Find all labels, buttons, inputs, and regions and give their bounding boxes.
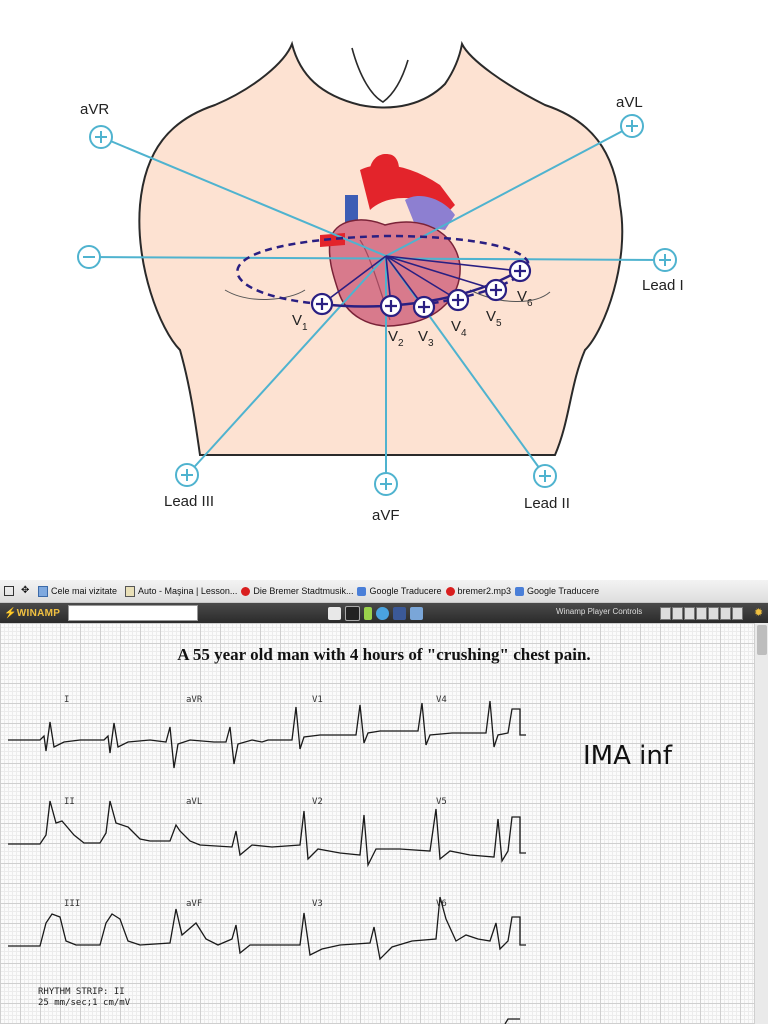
scrollbar-thumb[interactable]: [757, 625, 767, 655]
vertical-scrollbar[interactable]: [754, 623, 768, 1024]
winamp-search-input[interactable]: [68, 605, 199, 621]
ecg-lead-placement-diagram: aVR aVL Lead I Lead III aVF Lead II V1 V…: [77, 40, 684, 524]
v5-label: V5: [486, 308, 502, 329]
v6-electrode-icon: [508, 259, 532, 283]
lead-ii-electrode-icon: [533, 464, 557, 488]
bookmark-item[interactable]: Cele mai vizitate: [34, 585, 118, 597]
lead-i-label: Lead I: [642, 277, 684, 294]
v1-label: V1: [292, 312, 308, 333]
ecg-title: A 55 year old man with 4 hours of "crush…: [177, 645, 591, 664]
avl-label: aVL: [616, 94, 643, 111]
v2-electrode-icon: [379, 294, 403, 318]
bookmark-label: Google Traducere: [369, 586, 442, 596]
avr-electrode-icon: [89, 125, 113, 149]
v4-electrode-icon: [446, 288, 470, 312]
avf-label: aVF: [372, 507, 400, 524]
lead-i-electrode-icon: [653, 248, 677, 272]
v2-label: V2: [388, 328, 404, 349]
lightning-icon: ⚡: [4, 607, 17, 619]
twitter-icon[interactable]: [376, 606, 390, 620]
ecg-page: A 55 year old man with 4 hours of "crush…: [0, 623, 768, 1024]
lead-iii-electrode-icon: [175, 463, 199, 487]
bookmark-label: Die Bremer Stadtmusik...: [253, 586, 354, 596]
bookmark-label: Google Traducere: [527, 586, 600, 596]
winamp-logo[interactable]: ⚡ WINAMP: [4, 607, 61, 619]
v3-label: V3: [418, 328, 434, 349]
book-icon: [125, 585, 136, 597]
v6-label: V6: [517, 288, 533, 309]
red-dot-icon: [241, 586, 251, 596]
window-icon[interactable]: [4, 586, 14, 596]
rhythm-strip-info: RHYTHM STRIP: II 25 mm/sec;1 cm/mV: [38, 987, 130, 1009]
facebook-icon[interactable]: [393, 606, 407, 620]
ecg-row-1-trace: [8, 700, 526, 769]
negative-electrode-icon: [77, 245, 101, 269]
gear-icon[interactable]: ✹: [754, 607, 764, 619]
bookmark-label: Auto - Maşina | Lesson...: [138, 586, 238, 596]
lead-label-v2: V2: [312, 797, 323, 807]
v4-label: V4: [451, 318, 467, 339]
v3-electrode-icon: [412, 295, 436, 319]
avf-electrode-icon: [374, 472, 398, 496]
lead-label-v3: V3: [312, 899, 323, 909]
bookmark-item[interactable]: Google Traducere: [357, 586, 442, 596]
lead-label-avl: aVL: [186, 797, 203, 807]
pause-button[interactable]: [684, 607, 695, 620]
ecg-row-2-trace: [8, 800, 526, 868]
lead-label-v4: V4: [436, 695, 447, 705]
ecg-row-3-trace: [8, 896, 526, 961]
lead-label-avr: aVR: [186, 695, 203, 705]
stop-button[interactable]: [696, 607, 707, 620]
bookmark-item[interactable]: bremer2.mp3: [445, 586, 512, 596]
diagnosis-text: IMA inf: [583, 741, 673, 771]
ecg-rhythm-trace: [504, 1018, 520, 1024]
lead-label-avf: aVF: [186, 899, 203, 909]
avr-label: aVR: [80, 101, 109, 118]
page-icon: [38, 585, 48, 597]
v5-electrode-icon: [484, 278, 508, 302]
avl-electrode-icon: [620, 114, 644, 138]
limb-lead-lines: [88, 125, 666, 484]
volume-button[interactable]: [732, 607, 743, 620]
bookmarks-toolbar: ✥ Cele mai vizitate Auto - Maşina | Less…: [0, 580, 768, 603]
bookmark-item[interactable]: Google Traducere: [515, 586, 599, 596]
bookmark-item[interactable]: Auto - Maşina | Lesson...: [121, 585, 238, 597]
lead-label-ii: II: [64, 797, 75, 807]
prev-button[interactable]: [660, 607, 671, 620]
search-icon[interactable]: [328, 606, 342, 620]
app-icon[interactable]: [410, 606, 424, 620]
media-icon[interactable]: [345, 605, 361, 621]
bookmark-label: Cele mai vizitate: [51, 586, 118, 596]
lead-label-i: I: [64, 695, 70, 705]
v1-electrode-icon: [310, 292, 334, 316]
red-dot-icon: [445, 586, 455, 596]
speed-calibration-label: 25 mm/sec;1 cm/mV: [38, 998, 131, 1008]
lead-label-v5: V5: [436, 797, 447, 807]
settings-icon[interactable]: ✥: [21, 585, 30, 596]
next-button[interactable]: [708, 607, 719, 620]
lead-iii-label: Lead III: [164, 493, 214, 510]
ecg-traces: [8, 700, 526, 1024]
player-controls-label: Winamp Player Controls: [556, 607, 643, 616]
shuffle-button[interactable]: [720, 607, 731, 620]
lead-label-v1: V1: [312, 695, 323, 705]
bookmark-item[interactable]: Die Bremer Stadtmusik...: [241, 586, 353, 596]
lead-label-iii: III: [64, 899, 81, 909]
lead-ii-label: Lead II: [524, 495, 570, 512]
rhythm-strip-label: RHYTHM STRIP: II: [38, 987, 125, 997]
play-button[interactable]: [672, 607, 683, 620]
battery-icon[interactable]: [364, 606, 373, 620]
translate-icon: [357, 586, 367, 596]
translate-icon: [515, 586, 525, 596]
winamp-toolbar: ⚡ WINAMP Winamp Player Controls ✹: [0, 603, 768, 623]
bookmark-label: bremer2.mp3: [457, 586, 512, 596]
